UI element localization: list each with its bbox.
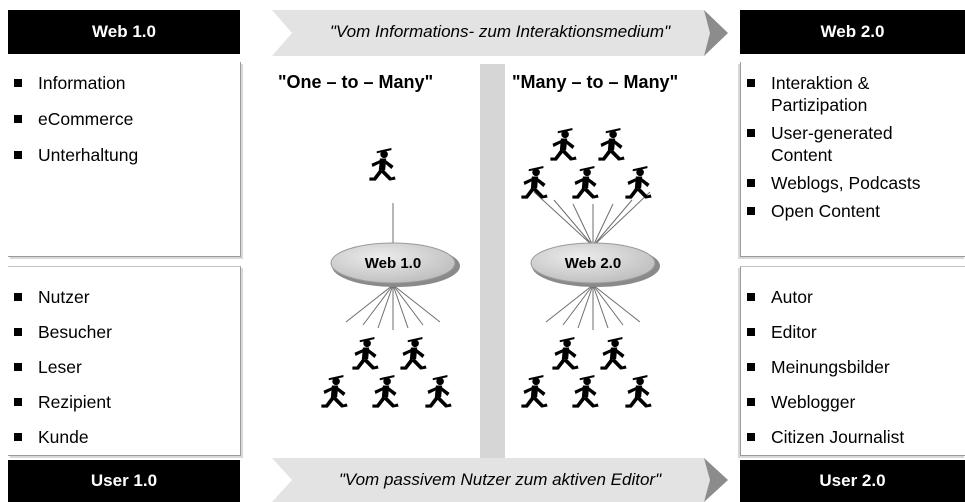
list-item-continuation: Content bbox=[771, 145, 833, 165]
walking-man-icon bbox=[550, 128, 577, 161]
web1-node-label: Web 1.0 bbox=[365, 255, 421, 272]
list-item: Rezipient bbox=[8, 391, 240, 413]
walking-man-icon bbox=[372, 375, 399, 408]
bottom-arrow-banner bbox=[272, 458, 728, 502]
user2-header: User 2.0 bbox=[740, 460, 965, 502]
center-divider bbox=[480, 64, 505, 458]
list-item: Nutzer bbox=[8, 286, 240, 308]
walking-man-icon bbox=[598, 128, 625, 161]
walking-man-icon bbox=[572, 166, 599, 199]
walking-man-icon bbox=[400, 337, 427, 370]
user1-panel: Nutzer Besucher Leser Rezipient Kunde bbox=[8, 266, 241, 456]
walking-man-icon bbox=[369, 148, 396, 181]
walking-man-icon bbox=[521, 375, 548, 408]
list-item: Autor bbox=[741, 286, 965, 308]
list-item: Leser bbox=[8, 356, 240, 378]
list-item: Information bbox=[8, 72, 240, 94]
web1-panel: Information eCommerce Unterhaltung bbox=[8, 62, 241, 257]
walking-man-icon bbox=[600, 337, 627, 370]
walking-man-icon bbox=[425, 375, 452, 408]
web2-node-label: Web 2.0 bbox=[565, 255, 621, 272]
list-item: Besucher bbox=[8, 321, 240, 343]
walking-man-icon bbox=[521, 166, 548, 199]
bottom-banner-text: "Vom passivem Nutzer zum aktiven Editor" bbox=[338, 470, 662, 489]
walking-man-icon bbox=[552, 337, 579, 370]
list-item: eCommerce bbox=[8, 108, 240, 130]
user1-list: Nutzer Besucher Leser Rezipient Kunde bbox=[8, 286, 240, 448]
top-arrow-banner bbox=[272, 10, 728, 56]
many-to-many-graph: Web 2.0 bbox=[521, 128, 660, 408]
top-banner-text: "Vom Informations- zum Interaktionsmediu… bbox=[329, 22, 671, 41]
user1-header: User 1.0 bbox=[8, 460, 240, 502]
walking-man-icon bbox=[321, 375, 348, 408]
web2-list: Interaktion & Partizipation User-generat… bbox=[741, 72, 965, 222]
list-item: Citizen Journalist bbox=[741, 426, 965, 448]
list-item: Kunde bbox=[8, 426, 240, 448]
list-item-continuation: Partizipation bbox=[771, 95, 868, 115]
one-to-many-title: "One – to – Many" bbox=[278, 72, 434, 92]
web2-node bbox=[530, 242, 656, 284]
list-item: User-generated bbox=[741, 122, 965, 144]
one-to-many-graph: Web 1.0 bbox=[321, 148, 460, 408]
list-item: Open Content bbox=[741, 200, 965, 222]
list-item: Interaktion & bbox=[741, 72, 965, 94]
web1-list: Information eCommerce Unterhaltung bbox=[8, 72, 240, 166]
web1-node bbox=[330, 242, 456, 284]
web1-header: Web 1.0 bbox=[8, 10, 240, 54]
web2-panel: Interaktion & Partizipation User-generat… bbox=[740, 62, 965, 257]
walking-man-icon bbox=[572, 375, 599, 408]
walking-man-icon bbox=[352, 337, 379, 370]
list-item: Weblogger bbox=[741, 391, 965, 413]
user2-panel: Autor Editor Meinungsbilder Weblogger Ci… bbox=[740, 266, 965, 456]
user2-list: Autor Editor Meinungsbilder Weblogger Ci… bbox=[741, 286, 965, 448]
list-item: Editor bbox=[741, 321, 965, 343]
list-item: Meinungsbilder bbox=[741, 356, 965, 378]
web2-header: Web 2.0 bbox=[740, 10, 965, 54]
many-to-many-title: "Many – to – Many" bbox=[512, 72, 679, 92]
network-diagram: Web 1.0 Web 2.0 bbox=[321, 128, 660, 408]
walking-man-icon bbox=[625, 375, 652, 408]
list-item: Unterhaltung bbox=[8, 144, 240, 166]
list-item: Weblogs, Podcasts bbox=[741, 172, 965, 194]
